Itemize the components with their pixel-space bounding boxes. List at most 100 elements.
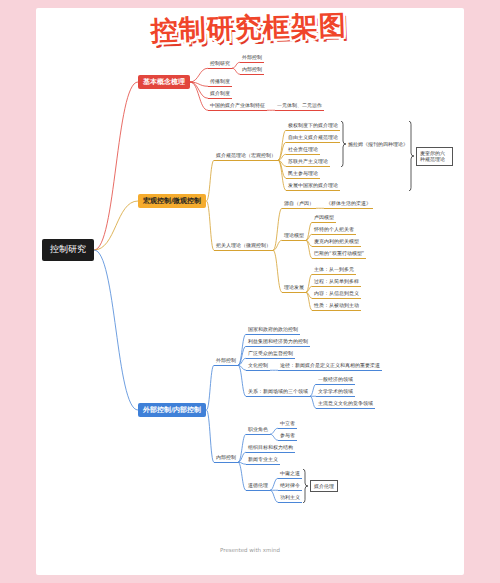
connector [273, 250, 282, 292]
note-label: 施拉姆《报刊的四种理论》 [348, 141, 408, 148]
topic-text: 中立者 [280, 420, 295, 427]
connector [238, 365, 246, 396]
subtopic: 理论发展 [282, 283, 306, 293]
topic-text: 《群体生活的渠道》 [326, 200, 371, 207]
connector [238, 334, 246, 365]
topic-text: 传播制度 [210, 78, 230, 85]
topic-text: 源自（卢因） [284, 200, 314, 207]
topic-text: 道德伦理 [248, 482, 268, 489]
watermark: Presented with xmind [220, 547, 280, 553]
topic-text: 新闻专业主义 [248, 456, 278, 463]
subtopic: 媒介规范理论（宏观控制） [214, 151, 278, 161]
subtopic: 卢因模型 [312, 213, 336, 223]
topic-text: 媒介规范理论（宏观控制） [216, 152, 276, 159]
subtopic: 参与者 [278, 431, 297, 441]
topic-text: 职业角色 [248, 426, 268, 433]
connector [273, 208, 282, 250]
connector [238, 434, 246, 462]
topic-text: 苏联共产主义理论 [288, 158, 328, 165]
connector [238, 452, 246, 462]
connector [278, 130, 286, 160]
subtopic: 性质：从被动到主动 [312, 301, 361, 311]
subtopic: 源自（卢因） [282, 199, 316, 209]
note-box: 麦奎尔的六种规范理论 [416, 147, 453, 166]
subtopic: 一元体制、二元运作 [275, 101, 324, 111]
subtopic: 麦克内利的把关模型 [312, 237, 361, 247]
bracket [409, 121, 414, 191]
topic-text: 外部控制 [216, 357, 236, 364]
subtopic: 利益集团和经济势力的控制 [246, 337, 310, 347]
connector [94, 250, 138, 410]
subtopic: 外部控制 [214, 356, 238, 366]
subtopic: 理论模型 [282, 231, 306, 241]
topic-text: 主体：从一到多元 [314, 266, 354, 273]
subtopic: 关系：新闻场域的三个领域 [246, 387, 310, 397]
topic-text: 利益集团和经济势力的控制 [248, 338, 308, 345]
connector [270, 490, 278, 502]
topic-text: 社会责任理论 [288, 146, 318, 153]
connector [316, 208, 324, 209]
topic-text: 功利主义 [280, 494, 300, 501]
topic-text: 宏观控制/微观控制 [143, 197, 201, 205]
subtopic: 主流意义文化的竞争领域 [316, 399, 375, 409]
subtopic: 中国的媒介产业体制特征 [208, 101, 267, 111]
subtopic: 新闻专业主义 [246, 455, 280, 465]
connector [270, 370, 278, 371]
subtopic: 途径：新闻媒介是定义正义和真相的重要渠道 [278, 361, 382, 371]
subtopic: 把关人理论（微观控制） [214, 241, 273, 251]
subtopic: 主体：从一到多元 [312, 265, 356, 275]
connector [190, 68, 208, 82]
connector [238, 346, 246, 365]
connector [206, 201, 214, 250]
subtopic: 苏联共产主义理论 [286, 157, 330, 167]
topic-text: 中庸之道 [280, 470, 300, 477]
topic-text: 巴斯的“双重行动模型” [314, 250, 364, 257]
connector [278, 160, 286, 190]
topic-text: 理论模型 [284, 232, 304, 239]
topic-text: 一般经济的领域 [318, 376, 353, 383]
topic-text: 一元体制、二元运作 [277, 102, 322, 109]
subtopic: 内部控制 [240, 65, 264, 75]
connector [94, 82, 138, 250]
subtopic: 绝对律令 [278, 481, 302, 491]
subtopic: 文学学术的领域 [316, 387, 355, 397]
connector [278, 154, 286, 160]
subtopic: 社会责任理论 [286, 145, 320, 155]
topic-text: 外部控制/内部控制 [143, 406, 201, 414]
topic-text: 控制研究 [210, 60, 230, 67]
subtopic: 自由主义媒介规范理论 [286, 133, 340, 143]
connector [238, 358, 246, 365]
topic-text: 怀特的个人把关者 [314, 226, 354, 233]
topic-text: 卢因模型 [314, 214, 334, 221]
topic-text: 基本概念梳理 [143, 78, 185, 86]
connector [238, 462, 246, 490]
topic-text: 麦奎尔的六种规范理论 [420, 150, 449, 163]
subtopic: 内容：从信息到意义 [312, 289, 361, 299]
subtopic: 功利主义 [278, 493, 302, 503]
main-topic: 基本概念梳理 [138, 75, 190, 89]
connector [232, 68, 240, 74]
connector [206, 160, 214, 201]
topic-text: 中国的媒介产业体制特征 [210, 102, 265, 109]
connector [267, 110, 275, 111]
topic-text: 文化控制 [248, 362, 268, 369]
connector [278, 142, 286, 160]
topic-text: 媒介伦理 [314, 483, 334, 490]
subtopic: 极权制度下的媒介理论 [286, 121, 340, 131]
note-box: 媒介伦理 [310, 480, 338, 493]
bracket [341, 121, 346, 167]
connector [206, 365, 214, 410]
connector [232, 62, 240, 68]
subtopic: 《群体生活的渠道》 [324, 199, 373, 209]
connector [94, 201, 138, 250]
topic-text: 关系：新闻场域的三个领域 [248, 388, 308, 395]
topic-text: 途径：新闻媒介是定义正义和真相的重要渠道 [280, 362, 380, 369]
topic-text: 发展中国家的媒介理论 [288, 182, 338, 189]
topic-text: 理论发展 [284, 284, 304, 291]
subtopic: 民主参与理论 [286, 169, 320, 179]
topic-text: 控制研究 [50, 244, 86, 256]
subtopic: 组织目标和权力结构 [246, 443, 295, 453]
topic-text: 把关人理论（微观控制） [216, 242, 271, 249]
subtopic: 广泛受众的监督控制 [246, 349, 295, 359]
